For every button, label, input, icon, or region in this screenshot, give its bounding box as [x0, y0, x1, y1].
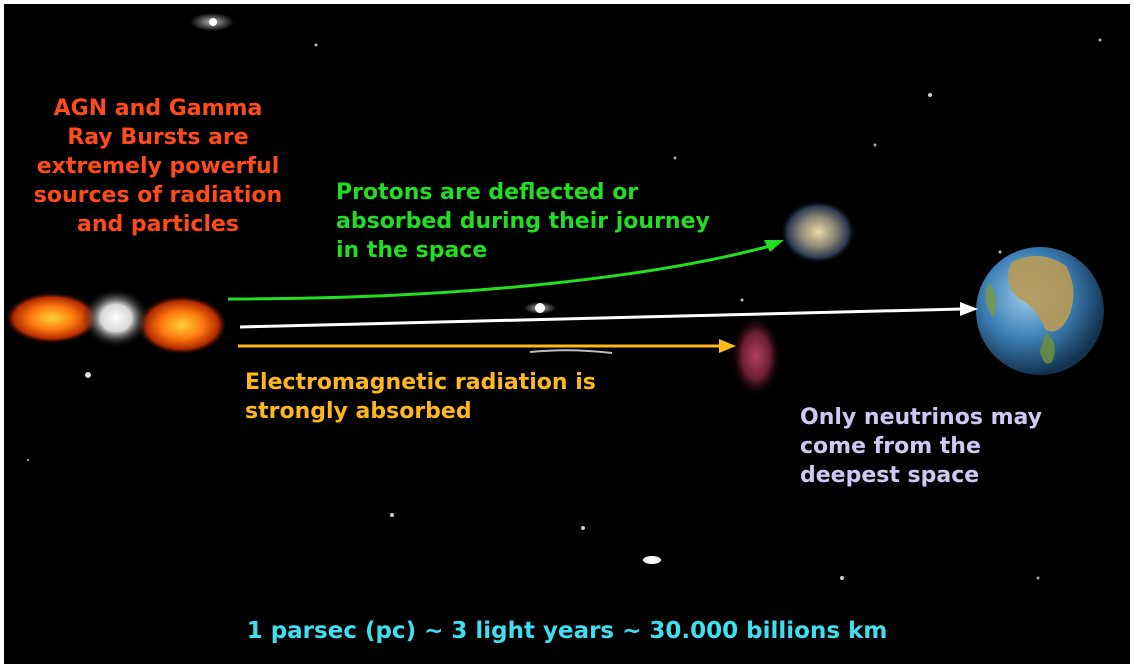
proton-path-arrow: [227, 240, 784, 301]
em-path-arrow: [238, 339, 736, 353]
neutrino-path-arrow: [239, 302, 978, 329]
proton-caption: Protons are deflected or absorbed during…: [336, 180, 710, 263]
background-stars: [26, 13, 1102, 580]
deflecting-galaxy-icon: [780, 200, 856, 264]
agn-source-icon: [4, 288, 228, 355]
absorbing-cloud-icon: [730, 314, 782, 398]
agn-caption: AGN and Gamma Ray Bursts are extremely p…: [33, 96, 283, 237]
earth-icon: [976, 247, 1104, 375]
distance-caption: 1 parsec (pc) ~ 3 light years ~ 30.000 b…: [246, 618, 888, 644]
neutrino-caption: Only neutrinos may come from the deepest…: [800, 405, 1043, 488]
electromagnetic-caption: Electromagnetic radiation is strongly ab…: [245, 370, 596, 424]
